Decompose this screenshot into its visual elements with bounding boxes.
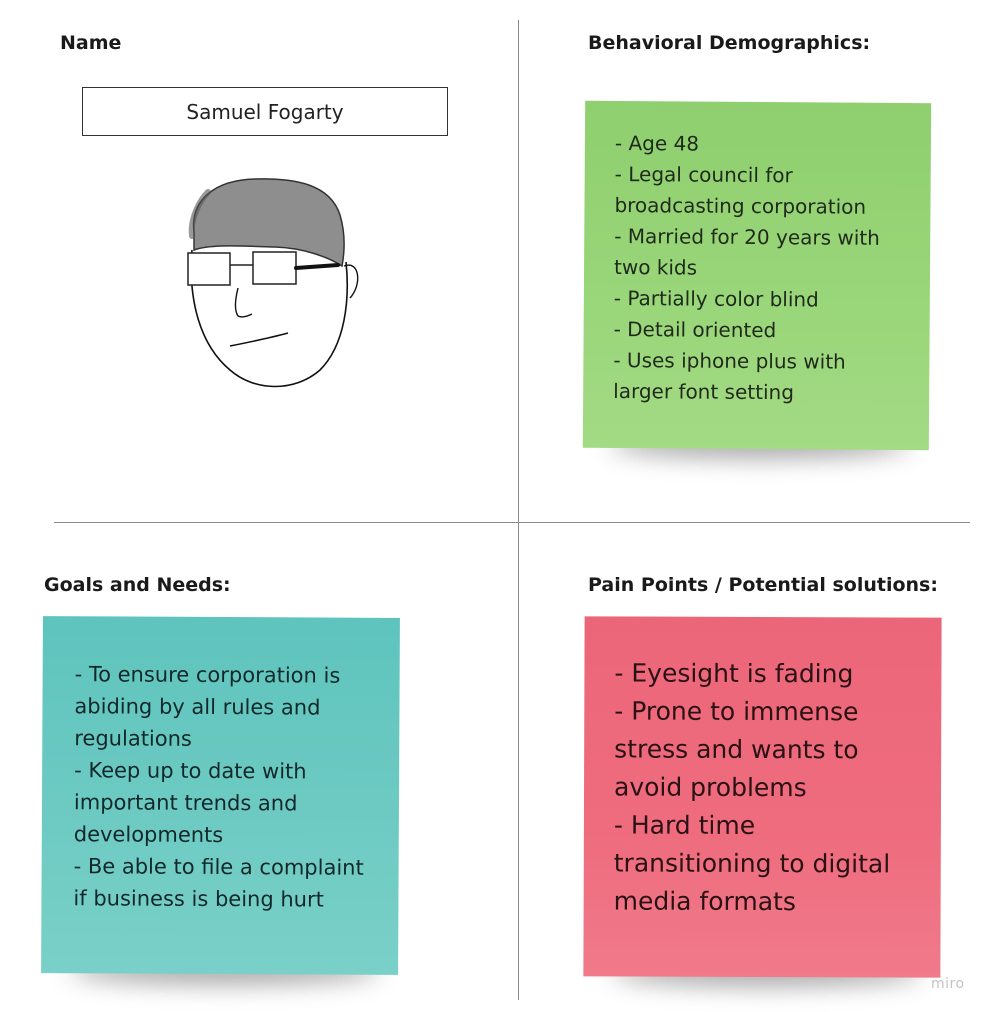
list-item: abiding by all rules and [74,694,321,720]
behavioral-sticky-note[interactable]: - Age 48 - Legal council for broadcastin… [582,100,932,451]
list-item: - Legal council for [614,162,793,188]
goals-list: - To ensure corporation is abiding by al… [73,658,364,916]
list-item: regulations [74,726,192,751]
miro-watermark: miro [931,976,965,992]
goals-sticky-note[interactable]: - To ensure corporation is abiding by al… [41,616,400,975]
name-field[interactable]: Samuel Fogarty [82,87,448,136]
list-item: developments [73,822,224,848]
goals-heading: Goals and Needs: [44,574,231,596]
list-item: stress and wants to [614,734,859,765]
vertical-divider [518,20,519,1000]
list-item: important trends and [73,790,298,816]
list-item: - Age 48 [614,131,700,156]
list-item: if business is being hurt [73,886,324,912]
pain-points-sticky-note[interactable]: - Eyesight is fading - Prone to immense … [583,616,942,978]
list-item: - Eyesight is fading [614,658,854,689]
list-item: two kids [613,255,698,280]
list-item: - To ensure corporation is [74,662,341,688]
pain-points-list: - Eyesight is fading - Prone to immense … [614,654,891,921]
pain-points-heading: Pain Points / Potential solutions: [588,574,938,596]
behavioral-list: - Age 48 - Legal council for broadcastin… [613,128,881,409]
list-item: larger font setting [613,378,795,405]
list-item: - Keep up to date with [74,758,307,784]
horizontal-divider [54,522,970,523]
list-item: - Uses iphone plus with [613,347,846,374]
list-item: - Married for 20 years with [614,224,880,250]
list-item: media formats [613,886,796,917]
list-item: broadcasting corporation [614,193,867,219]
list-item: - Detail oriented [613,317,777,343]
list-item: - Prone to immense [614,696,859,727]
person-sketch-icon [180,170,370,400]
behavioral-heading: Behavioral Demographics: [588,32,871,54]
list-item: - Partially color blind [613,286,819,312]
list-item: avoid problems [613,772,807,803]
list-item: - Hard time [613,810,756,840]
person-name: Samuel Fogarty [186,99,344,124]
list-item: - Be able to file a complaint [73,854,364,880]
list-item: transitioning to digital [613,848,891,879]
name-heading: Name [60,32,122,54]
